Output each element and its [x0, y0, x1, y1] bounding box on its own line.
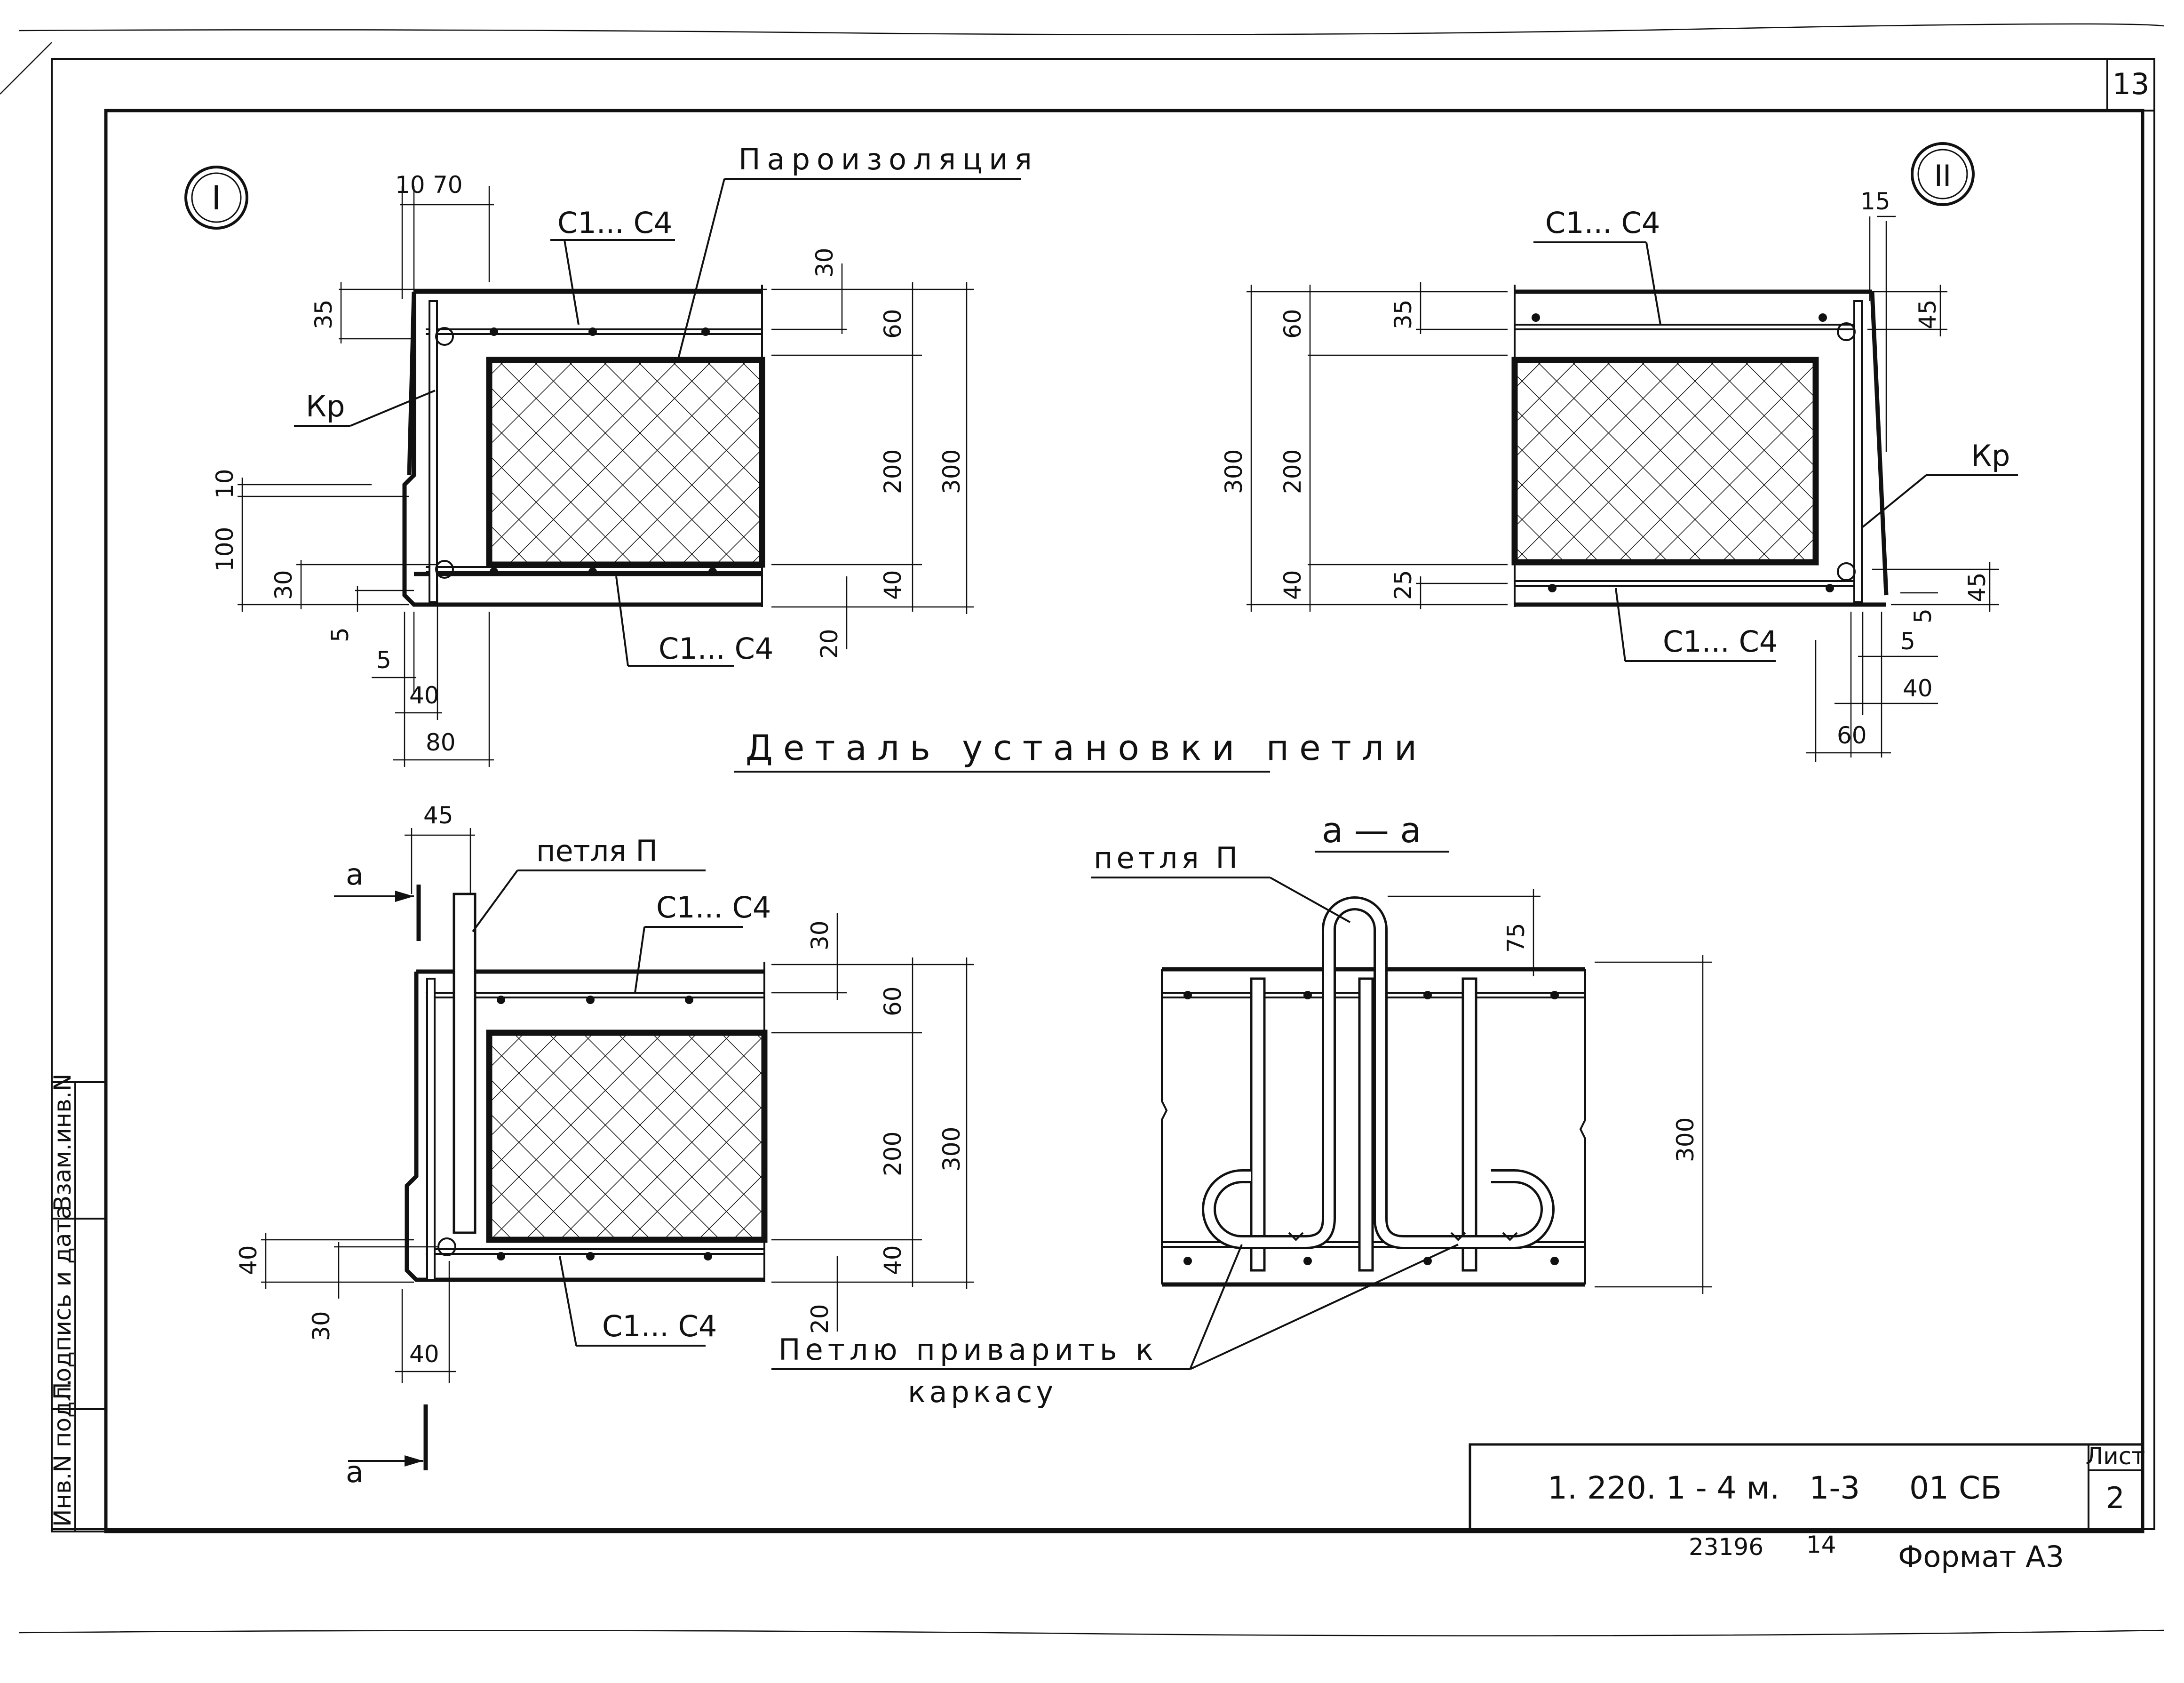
view-1-bottom-rebar: С1... С4	[659, 631, 773, 666]
page-number-box	[2106, 58, 2155, 112]
insulation-block	[486, 357, 765, 568]
view-2-top-rebar: С1... С4	[1545, 206, 1660, 240]
view-4-dimensions: 75 300	[1388, 889, 1712, 1294]
torn-edge-bottom	[18, 1629, 2164, 1636]
view-2-dimensions: 15 60 200 300 40 35 25 45 45	[1220, 188, 1999, 762]
title-block: Лист 2 1. 220. 1 - 4 м. 1-3 01 СБ 23196 …	[1469, 1443, 2145, 1574]
view-2-dim-5b: 5	[1900, 628, 1915, 655]
view-3-dim-40: 40	[879, 1245, 906, 1275]
view-1-dim-80: 80	[426, 729, 456, 756]
weld-note-line-2: каркасу	[908, 1375, 1057, 1409]
sheet-label: Лист	[2086, 1443, 2145, 1470]
loop-bar	[453, 893, 477, 1234]
view-4-loop-label: петля П	[1094, 841, 1241, 875]
inner-frame	[104, 109, 2144, 1533]
sheet-number: 2	[2106, 1481, 2124, 1515]
view-1-dim-30: 30	[811, 247, 838, 278]
view-2-insulation	[1511, 357, 1819, 566]
view-3-dim-20: 20	[806, 1304, 834, 1334]
view-3-dim-60: 60	[879, 986, 906, 1016]
view-1-dim-60: 60	[879, 309, 906, 339]
view-1: I Пароизоляция С1... С4 С1... С4 Кр	[184, 142, 1039, 767]
view-2-dim-45a: 45	[1914, 299, 1941, 329]
view-1-dim-40: 40	[879, 570, 906, 600]
view-1-dim-300: 300	[938, 449, 965, 494]
view-1-dim-10: 10	[395, 171, 425, 199]
view-2-bottom-rebar: С1... С4	[1663, 624, 1778, 659]
view-3-top-rebar: С1... С4	[656, 890, 771, 925]
view-2-kr-label: Кр	[1971, 439, 2010, 473]
view-2: II С1... С4 С1... С4 Кр 15	[1220, 142, 2018, 762]
frame-bar	[429, 300, 438, 603]
view-3-loop-label: петля П	[536, 834, 658, 868]
view-2-dim-15: 15	[1860, 188, 1890, 215]
torn-edge-top	[18, 23, 2164, 35]
view-2-marker: II	[1934, 159, 1952, 193]
view-1-dim-5b: 5	[376, 646, 391, 674]
view-1-dimensions: 10 70 35 30 60 200 300 40 20	[211, 171, 974, 767]
page-number: 13	[2113, 67, 2150, 101]
view-1-kr-label: Кр	[306, 389, 345, 423]
view-4-section-aa: a — a петля П Петлю приварить к каркасу	[771, 810, 1712, 1409]
stamp-signature-label: Подпись и дата	[49, 1205, 76, 1400]
view-2-dim-40b: 40	[1903, 675, 1933, 702]
view-1-marker: I	[212, 179, 222, 217]
side-stamp: Инв.N подл. Подпись и дата Взам.инв.N	[49, 1074, 107, 1532]
view-2-dim-25: 25	[1390, 570, 1417, 600]
view-1-dim-70: 70	[433, 171, 463, 199]
stamp-replace-label: Взам.инв.N	[49, 1074, 76, 1212]
view-2-dim-5a: 5	[1909, 608, 1937, 623]
view-3-bottom-rebar: С1... С4	[602, 1309, 717, 1343]
view-3-dim-200: 200	[879, 1132, 906, 1176]
section-mark-bottom: a	[346, 1455, 364, 1489]
section-mark-top: a	[346, 857, 364, 892]
view-1-dim-10b: 10	[211, 469, 238, 499]
section-title: a — a	[1322, 810, 1422, 851]
view-3-insulation	[486, 1029, 768, 1243]
view-3: a a петля П С1... С4 С1... С4	[235, 802, 974, 1489]
view-3-dim-30b: 30	[308, 1311, 335, 1341]
view-3-dim-300: 300	[938, 1127, 965, 1172]
format-label: Формат А3	[1898, 1539, 2064, 1574]
view-2-dim-60: 60	[1279, 309, 1306, 339]
view-2-dim-45b: 45	[1963, 572, 1991, 602]
view-1-top-rebar: С1... С4	[557, 206, 672, 240]
view-1-dim-20: 20	[816, 629, 843, 659]
view-2-dim-60b: 60	[1837, 722, 1867, 749]
view-1-dim-40b: 40	[409, 682, 439, 709]
outer-frame	[51, 58, 2155, 1530]
view-4-dim-300: 300	[1672, 1117, 1699, 1162]
view-2-dim-300: 300	[1220, 449, 1247, 494]
view-3-dim-40c: 40	[409, 1340, 439, 1368]
view-3-dimensions: 45 30 60 200 300 40 20 40 30	[235, 802, 974, 1383]
sheet-frame: 13	[0, 23, 2164, 1636]
view-4-dim-75: 75	[1502, 923, 1530, 953]
weld-note-line-1: Петлю приварить к	[778, 1332, 1158, 1367]
view-2-dim-35: 35	[1390, 299, 1417, 329]
view-3-dim-40b: 40	[235, 1245, 262, 1275]
stamp-inv-label: Инв.N подл.	[49, 1379, 76, 1527]
view-1-dim-100: 100	[211, 527, 238, 572]
view-2-dim-200: 200	[1279, 449, 1306, 494]
view-2-dim-40: 40	[1279, 570, 1306, 600]
copy-number: 14	[1806, 1531, 1836, 1558]
inventory-number: 23196	[1689, 1533, 1763, 1561]
view-3-dim-30: 30	[806, 920, 834, 950]
vapor-barrier-label: Пароизоляция	[739, 142, 1039, 176]
drawing-code: 1. 220. 1 - 4 м. 1-3 01 СБ	[1548, 1470, 2001, 1506]
view-1-dim-5a: 5	[326, 627, 354, 642]
view-3-dim-45: 45	[423, 802, 453, 829]
view-1-dim-30b: 30	[270, 570, 297, 600]
detail-title: Деталь установки петли	[746, 728, 1427, 768]
view-1-dim-200: 200	[879, 449, 906, 494]
view-1-dim-35: 35	[310, 299, 337, 329]
